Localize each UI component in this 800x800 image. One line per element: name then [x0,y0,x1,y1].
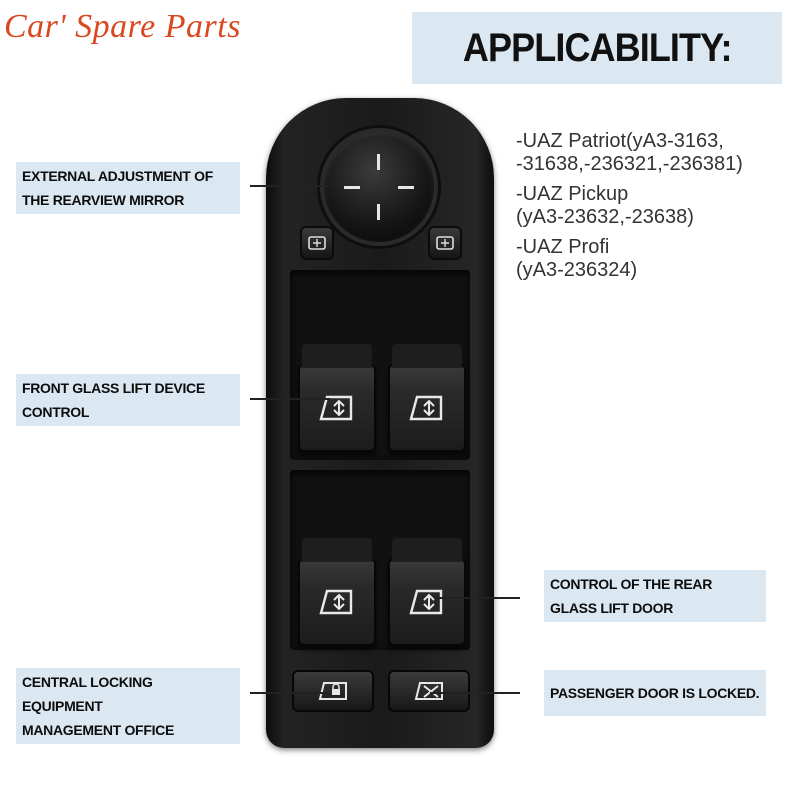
leader-line [250,692,328,694]
applicability-heading: APPLICABILITY: [462,25,733,70]
callout-central-locking: CENTRAL LOCKING EQUIPMENT MANAGEMENT OFF… [16,668,240,744]
mirror-adjust-dial[interactable] [320,128,438,246]
callout-rear-glass-lift: CONTROL OF THE REAR GLASS LIFT DOOR [544,570,766,622]
window-lock-icon [414,682,443,700]
leader-line [250,398,330,400]
applicability-heading-box: APPLICABILITY: [412,12,782,84]
window-lift-icon [409,589,443,615]
mirror-select-icon [436,236,454,250]
model-item: -UAZ Pickup (yA3-23632,-23638) [516,183,694,228]
window-lift-icon [409,395,443,421]
front-right-window-switch[interactable] [388,344,466,452]
model-item: -UAZ Patriot(yA3-3163, -31638,-236321,-2… [516,130,743,175]
central-lock-button[interactable] [292,670,374,712]
window-lock-button[interactable] [388,670,470,712]
mirror-select-left-button[interactable] [300,226,334,260]
mirror-select-right-button[interactable] [428,226,462,260]
model-item: -UAZ Profi (yA3-236324) [516,236,638,281]
leader-line [430,692,520,694]
callout-front-glass-lift: FRONT GLASS LIFT DEVICE CONTROL [16,374,240,426]
rear-right-window-switch[interactable] [388,538,466,646]
callout-passenger-lock: PASSENGER DOOR IS LOCKED. [544,670,766,716]
brand-logo-text: Car' Spare Parts [4,8,241,45]
door-lock-icon [318,682,347,700]
mirror-select-icon [308,236,326,250]
window-lift-icon [319,395,353,421]
callout-mirror-adjustment: EXTERNAL ADJUSTMENT OF THE REARVIEW MIRR… [16,162,240,214]
leader-line [250,185,330,187]
leader-line [434,597,520,599]
rear-left-window-switch[interactable] [298,538,376,646]
front-left-window-switch[interactable] [298,344,376,452]
window-lift-icon [319,589,353,615]
model-list: -UAZ Patriot(yA3-3163, -31638,-236321,-2… [516,130,743,289]
